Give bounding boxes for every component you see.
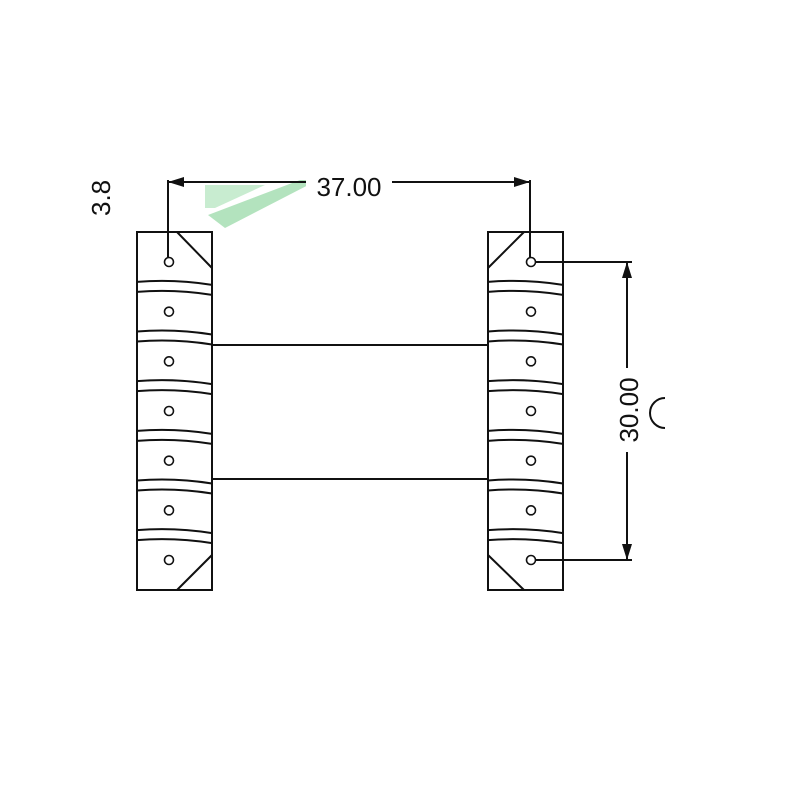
left-slot-line (136, 279, 213, 286)
left-slot-line (136, 339, 213, 346)
watermark (205, 180, 318, 228)
left-slot-line (136, 538, 213, 545)
left-flange (136, 231, 213, 591)
right-slot-line (487, 528, 564, 535)
right-pin-hole (525, 505, 537, 516)
left-slot-line (136, 289, 213, 296)
width-arrow-left (168, 177, 184, 187)
height-label-bg (612, 368, 642, 452)
left-corner-top (176, 231, 213, 269)
height-arrow-top (622, 262, 632, 278)
left-pin-hole (163, 306, 175, 317)
right-slot-line (487, 478, 564, 485)
left-slot-line (136, 389, 213, 396)
right-pin-hole (525, 554, 537, 566)
left-pin-hole (163, 356, 175, 367)
left-pin-hole (163, 256, 175, 268)
width-arrow-right (514, 177, 530, 187)
right-flange-outline (487, 231, 564, 591)
height-arrow-bottom (622, 544, 632, 560)
right-pin-hole (525, 405, 537, 417)
width-dimension-label: 37.00 (316, 172, 381, 202)
right-slot-line (487, 538, 564, 545)
right-slot-line (487, 289, 564, 296)
right-pin-hole (525, 306, 537, 317)
left-pin-slots (136, 256, 213, 566)
left-slot-line (136, 488, 213, 495)
right-pin-hole (525, 356, 537, 367)
cut-dimension-label: 3.8 (86, 180, 116, 216)
right-slot-line (487, 428, 564, 435)
height-dimension-label: 30.00 (614, 377, 644, 442)
right-slot-line (487, 438, 564, 445)
left-slot-line (136, 428, 213, 435)
right-slot-line (487, 488, 564, 495)
right-pin-hole (525, 256, 537, 268)
left-slot-line (136, 438, 213, 445)
right-corner-bottom (487, 554, 525, 591)
left-slot-line (136, 528, 213, 535)
right-slot-line (487, 339, 564, 346)
right-corner-top (487, 231, 525, 269)
left-pin-hole (163, 505, 175, 516)
height-dimension: 30.00 (530, 261, 644, 561)
right-pin-hole (525, 455, 537, 466)
left-pin-hole (163, 554, 175, 566)
left-slot-line (136, 329, 213, 336)
width-label-bg (306, 170, 392, 196)
left-pin-hole (163, 455, 175, 466)
width-dimension: 37.00 (167, 170, 531, 262)
right-slot-line (487, 279, 564, 286)
left-slot-line (136, 478, 213, 485)
left-flange-outline (136, 231, 213, 591)
left-slot-line (136, 379, 213, 386)
left-corner-bottom (176, 554, 213, 591)
left-pin-hole (163, 405, 175, 417)
right-flange (487, 231, 564, 591)
right-slot-line (487, 379, 564, 386)
partial-circle (649, 397, 666, 429)
right-pin-slots (487, 256, 564, 566)
right-slot-line (487, 329, 564, 336)
right-slot-line (487, 389, 564, 396)
